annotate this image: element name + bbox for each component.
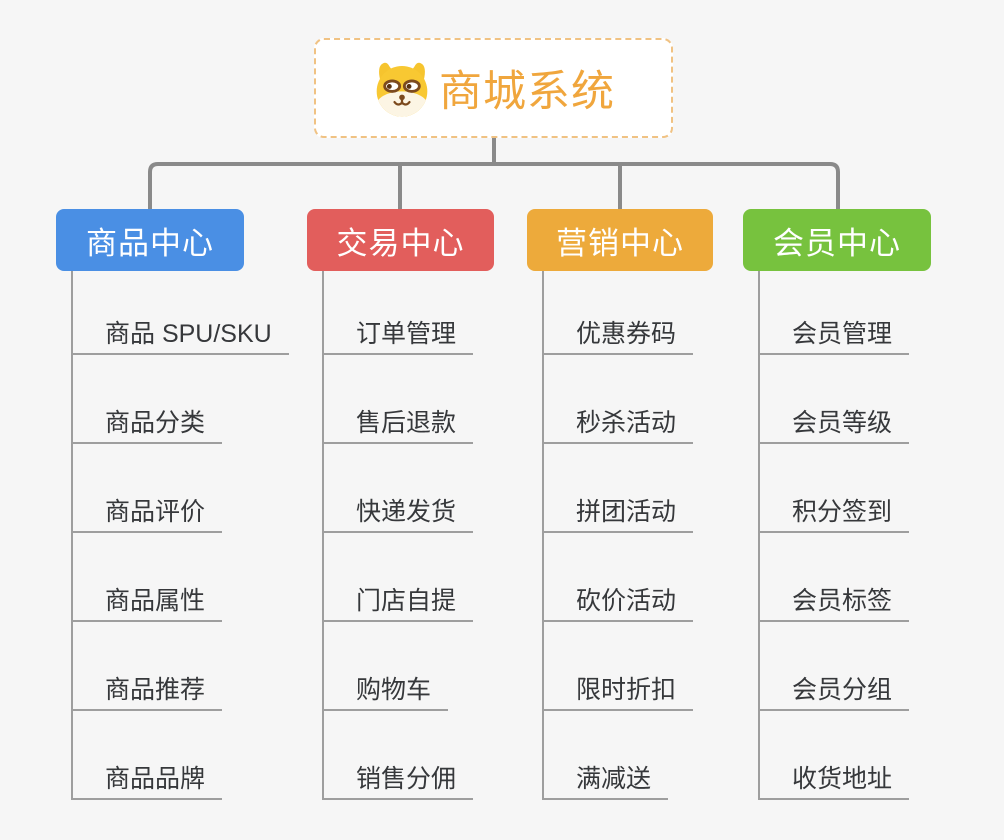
leaf-node[interactable]: 会员标签 [760, 533, 910, 622]
leaf-node[interactable]: 商品品牌 [73, 711, 223, 800]
leaf-node[interactable]: 售后退款 [324, 355, 474, 444]
leaf-node[interactable]: 销售分佣 [324, 711, 474, 800]
leaf-node[interactable]: 快递发货 [324, 444, 474, 533]
branch-label: 交易中心 [336, 225, 465, 261]
branch-node[interactable]: 营销中心 [527, 209, 713, 271]
leaf-label: 商品 SPU/SKU [105, 319, 272, 348]
leaf-node[interactable]: 拼团活动 [544, 444, 694, 533]
leaf-label: 秒杀活动 [576, 408, 677, 437]
branch-column: 营销中心优惠券码秒杀活动拼团活动砍价活动限时折扣满减送 [527, 209, 713, 800]
leaf-node[interactable]: 购物车 [324, 622, 449, 711]
leaf-label: 拼团活动 [576, 497, 677, 526]
leaf-label: 砍价活动 [576, 586, 677, 615]
leaf-label: 会员等级 [792, 408, 893, 437]
leaf-label: 收货地址 [792, 764, 893, 793]
leaf-label: 会员管理 [792, 319, 893, 348]
leaf-node[interactable]: 砍价活动 [544, 533, 694, 622]
leaf-node[interactable]: 积分签到 [760, 444, 910, 533]
leaf-label: 商品品牌 [105, 764, 206, 793]
branch-bracket-line [148, 162, 840, 209]
leaf-label: 快递发货 [356, 497, 457, 526]
branch-node[interactable]: 会员中心 [743, 209, 931, 271]
leaf-label: 订单管理 [356, 319, 457, 348]
leaf-list: 优惠券码秒杀活动拼团活动砍价活动限时折扣满减送 [542, 271, 794, 800]
leaf-label: 满减送 [576, 764, 652, 793]
leaf-label: 商品推荐 [105, 675, 206, 704]
leaf-node[interactable]: 会员等级 [760, 355, 910, 444]
leaf-label: 购物车 [356, 675, 432, 704]
leaf-node[interactable]: 商品分类 [73, 355, 223, 444]
leaf-label: 售后退款 [356, 408, 457, 437]
branch-column: 交易中心订单管理售后退款快递发货门店自提购物车销售分佣 [307, 209, 494, 800]
branch-label: 会员中心 [773, 225, 901, 261]
leaf-node[interactable]: 会员分组 [760, 622, 910, 711]
leaf-node[interactable]: 优惠券码 [544, 271, 694, 355]
leaf-node[interactable]: 收货地址 [760, 711, 910, 800]
leaf-node[interactable]: 订单管理 [324, 271, 474, 355]
branch-column: 商品中心商品 SPU/SKU 商品分类商品评价商品属性商品推荐商品品牌 [56, 209, 289, 800]
leaf-label: 优惠券码 [576, 319, 677, 348]
leaf-label: 限时折扣 [576, 675, 677, 704]
branch-node[interactable]: 交易中心 [307, 209, 494, 271]
leaf-node[interactable]: 限时折扣 [544, 622, 694, 711]
leaf-label: 会员标签 [792, 586, 893, 615]
branch-node[interactable]: 商品中心 [56, 209, 244, 271]
leaf-label: 积分签到 [792, 497, 893, 526]
branch-label: 商品中心 [86, 225, 214, 261]
leaf-label: 门店自提 [356, 586, 457, 615]
leaf-label: 商品属性 [105, 586, 206, 615]
leaf-label: 商品评价 [105, 497, 206, 526]
leaf-node[interactable]: 秒杀活动 [544, 355, 694, 444]
root-title: 商城系统 [439, 68, 615, 116]
leaf-label: 销售分佣 [356, 764, 457, 793]
leaf-node[interactable]: 门店自提 [324, 533, 474, 622]
leaf-list: 订单管理售后退款快递发货门店自提购物车销售分佣 [322, 271, 574, 800]
leaf-list: 会员管理会员等级积分签到会员标签会员分组收货地址 [758, 271, 1004, 800]
leaf-label: 商品分类 [105, 408, 206, 437]
root-node[interactable]: 商城系统 [314, 38, 673, 138]
dog-face-icon [372, 60, 432, 117]
leaf-list: 商品 SPU/SKU 商品分类商品评价商品属性商品推荐商品品牌 [71, 271, 323, 800]
leaf-label: 会员分组 [792, 675, 893, 704]
leaf-node[interactable]: 会员管理 [760, 271, 910, 355]
leaf-node[interactable]: 商品推荐 [73, 622, 223, 711]
leaf-node[interactable]: 商品属性 [73, 533, 223, 622]
leaf-node[interactable]: 商品 SPU/SKU [73, 271, 289, 355]
leaf-node[interactable]: 商品评价 [73, 444, 223, 533]
leaf-node[interactable]: 满减送 [544, 711, 669, 800]
branch-label: 营销中心 [556, 225, 684, 261]
branch-column: 会员中心会员管理会员等级积分签到会员标签会员分组收货地址 [743, 209, 931, 800]
